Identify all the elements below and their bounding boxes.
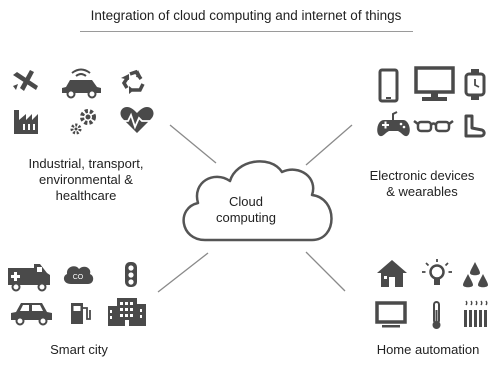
smartphone-icon xyxy=(378,68,399,103)
connector-bottom-right xyxy=(305,251,346,292)
heart-rate-icon xyxy=(120,107,154,133)
fuel-pump-icon xyxy=(71,303,91,324)
gears-icon xyxy=(70,109,96,135)
factory-icon xyxy=(14,110,38,134)
light-bulb-icon xyxy=(422,259,452,285)
bottom-right-label-line1: Home automation xyxy=(376,342,480,357)
svg-text:CO: CO xyxy=(73,274,84,281)
bottom-right-label: Home automation xyxy=(366,342,490,358)
traffic-light-icon xyxy=(125,262,137,287)
cloud-label: Cloud computing xyxy=(196,194,296,226)
radiator-icon xyxy=(464,300,488,327)
top-right-label: Electronic devices & wearables xyxy=(352,168,492,200)
ambulance-icon xyxy=(8,264,50,292)
thermometer-icon xyxy=(432,301,441,329)
building-icon xyxy=(108,298,146,326)
gamepad-icon xyxy=(377,111,410,137)
top-left-label-line2: environmental & xyxy=(39,172,133,187)
top-left-label-line1: Industrial, transport, xyxy=(28,156,144,171)
cloud-shape xyxy=(182,160,333,242)
diagram-title: Integration of cloud computing and inter… xyxy=(90,8,402,23)
title-underline xyxy=(80,31,413,32)
smart-shoe-icon xyxy=(464,114,486,138)
connector-top-left xyxy=(169,124,217,164)
airplane-icon xyxy=(13,70,38,91)
top-left-label-line3: healthcare xyxy=(55,188,117,203)
house-icon xyxy=(377,260,407,287)
cloud-label-line2: computing xyxy=(216,210,276,225)
desktop-computer-icon xyxy=(414,66,455,101)
recycle-icon xyxy=(121,69,145,94)
car-icon xyxy=(11,303,52,326)
connected-car-icon xyxy=(62,68,101,99)
cloud-label-line1: Cloud xyxy=(229,194,263,209)
bottom-left-label: Smart city xyxy=(20,342,138,358)
smart-glasses-icon xyxy=(413,120,454,133)
top-left-label: Industrial, transport, environmental & h… xyxy=(2,156,170,204)
connector-top-right xyxy=(305,124,353,166)
bottom-left-label-line1: Smart city xyxy=(50,342,108,357)
connector-bottom-left xyxy=(157,252,209,293)
television-icon xyxy=(375,301,407,328)
top-right-label-line2: & wearables xyxy=(386,184,458,199)
co2-sensor-icon: CO xyxy=(63,266,94,284)
top-right-label-line1: Electronic devices xyxy=(369,168,475,183)
smartwatch-icon xyxy=(464,69,486,100)
water-drops-icon xyxy=(463,262,488,288)
